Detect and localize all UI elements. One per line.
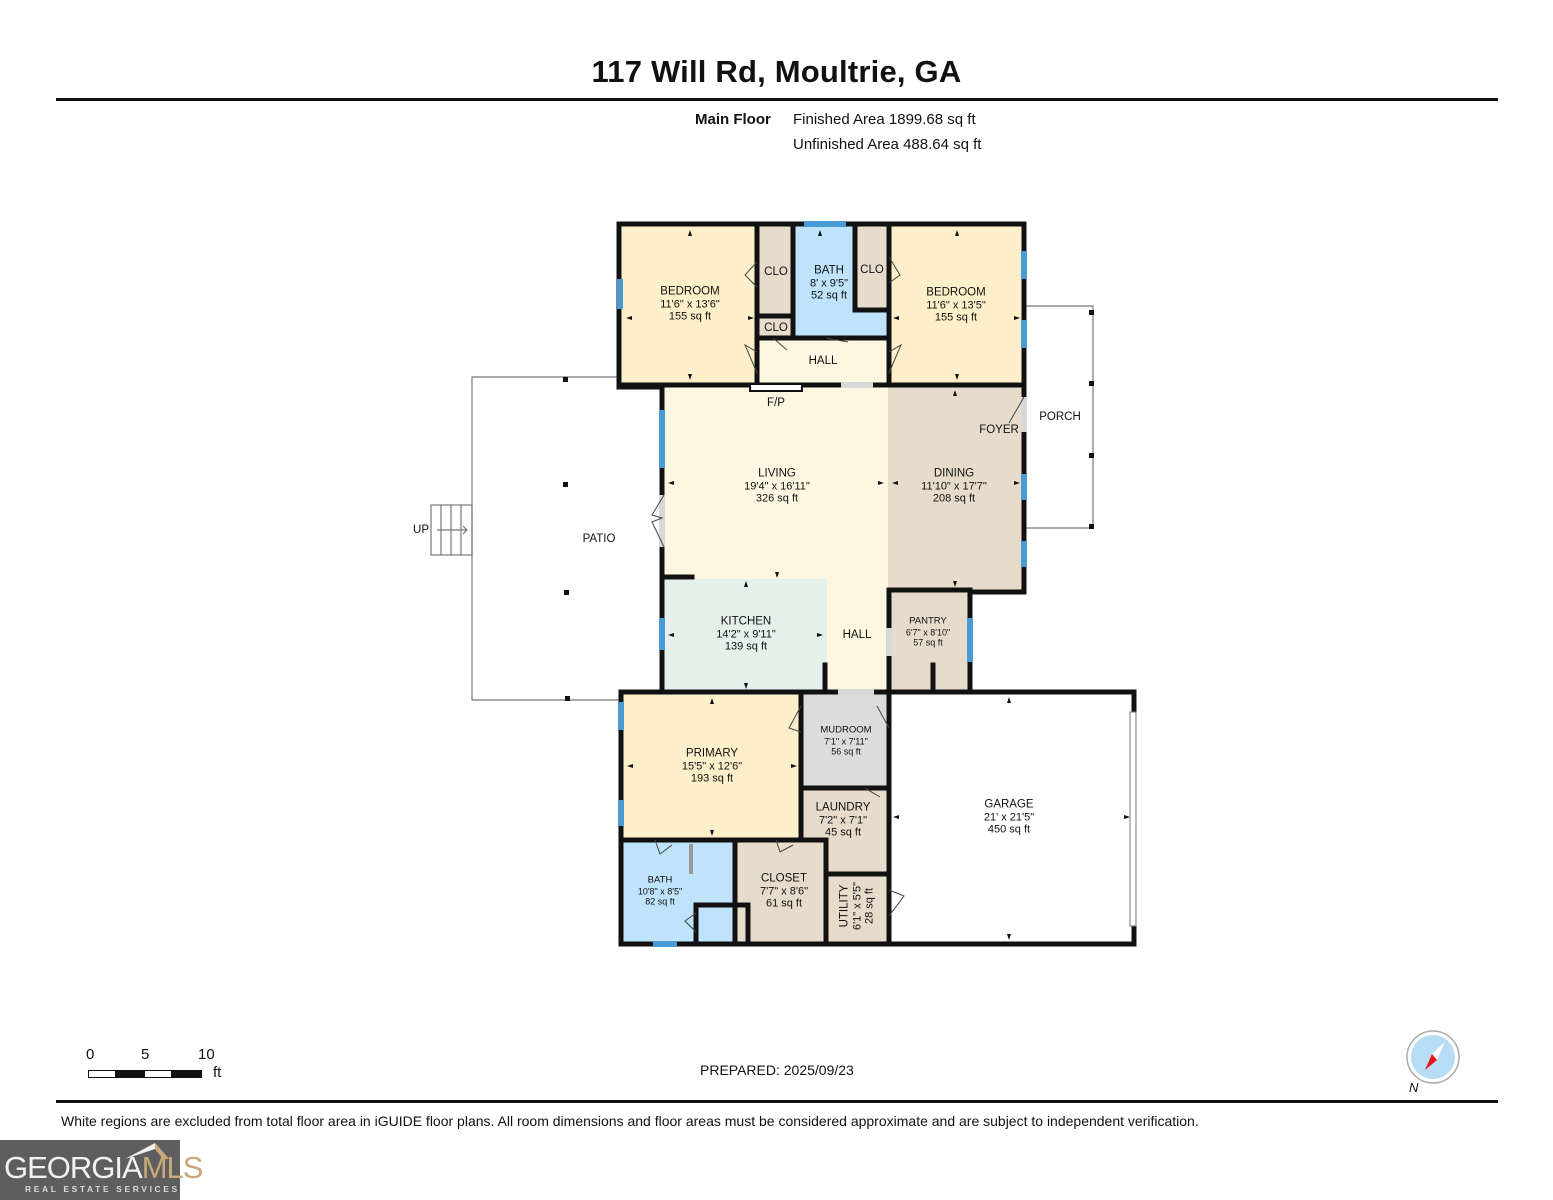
georgia-mls-logo: GEORGIAMLS REAL ESTATE SERVICES xyxy=(0,1140,203,1200)
room-label-utility: UTILITY 6'1" x 5'5" 28 sq ft xyxy=(838,881,876,931)
room-label-clo-2: CLO xyxy=(764,322,788,334)
stairs-up-label: UP xyxy=(413,524,429,536)
porch-outline xyxy=(1026,305,1094,529)
fireplace-label: F/P xyxy=(767,397,785,409)
roof-icon xyxy=(125,1143,169,1159)
prepared-date: PREPARED: 2025/09/23 xyxy=(700,1062,854,1078)
dimension-markers xyxy=(626,230,1130,940)
door-swings xyxy=(651,256,1025,933)
walls xyxy=(616,221,1137,947)
room-label-hall-upper: HALL xyxy=(808,355,838,367)
header-divider xyxy=(56,98,1498,101)
scale-tick-10: 10 xyxy=(198,1046,215,1063)
scale-tick-0: 0 xyxy=(86,1046,95,1063)
room-label-living: LIVING 19'4" x 16'11" 326 sq ft xyxy=(744,467,810,505)
room-dining xyxy=(888,386,1023,590)
room-label-bath-upper: BATH 8' x 9'5" 52 sq ft xyxy=(809,264,849,302)
unfinished-area: Unfinished Area 488.64 sq ft xyxy=(793,136,982,153)
page-title: 117 Will Rd, Moultrie, GA xyxy=(591,54,962,89)
room-label-kitchen: KITCHEN 14'2" x 9'11" 139 sq ft xyxy=(716,615,776,653)
room-label-patio: PATIO xyxy=(582,533,616,545)
scale-segment xyxy=(144,1070,172,1078)
room-mudroom xyxy=(803,694,889,786)
shower-divider xyxy=(689,844,693,874)
patio-outline xyxy=(430,376,620,701)
room-label-clo-3: CLO xyxy=(860,264,884,276)
scale-segment xyxy=(172,1070,202,1078)
room-label-laundry: LAUNDRY 7'2" x 7'1" 45 sq ft xyxy=(815,801,871,839)
finished-area: Finished Area 1899.68 sq ft xyxy=(793,111,976,128)
compass: N xyxy=(1405,1030,1475,1103)
room-primary xyxy=(623,694,801,838)
room-clo-2 xyxy=(757,316,793,338)
svg-text:N: N xyxy=(1409,1080,1419,1095)
room-label-bedroom-right: BEDROOM 11'6" x 13'5" 155 sq ft xyxy=(926,286,986,324)
room-utility xyxy=(826,874,889,943)
room-kitchen xyxy=(664,579,827,694)
patio-posts xyxy=(563,377,570,701)
room-label-closet: CLOSET 7'7" x 8'6" 61 sq ft xyxy=(759,872,809,910)
room-clo-1 xyxy=(757,226,793,316)
room-bath-primary xyxy=(623,840,735,943)
fireplace xyxy=(749,383,803,392)
room-label-garage: GARAGE 21' x 21'5" 450 sq ft xyxy=(983,798,1035,836)
room-label-pantry: PANTRY 6'7" x 8'10" 57 sq ft xyxy=(905,615,951,648)
footer-divider xyxy=(56,1100,1498,1103)
scale-segment xyxy=(116,1070,146,1078)
compass-icon: N xyxy=(1406,1030,1460,1095)
porch-posts xyxy=(1089,310,1094,529)
floor-plan xyxy=(430,221,1137,947)
garage-door xyxy=(1129,711,1137,927)
disclaimer: White regions are excluded from total fl… xyxy=(61,1113,1199,1129)
scale-segment xyxy=(88,1070,116,1078)
room-pantry xyxy=(889,590,969,692)
scale-tick-5: 5 xyxy=(141,1046,150,1063)
room-label-foyer: FOYER xyxy=(979,424,1019,436)
room-label-porch: PORCH xyxy=(1039,411,1081,423)
windows xyxy=(617,221,1027,947)
room-label-bath-primary: BATH 10'8" x 8'5" 82 sq ft xyxy=(637,874,683,907)
room-label-bedroom-left: BEDROOM 11'6" x 13'6" 155 sq ft xyxy=(660,285,720,323)
room-label-mudroom: MUDROOM 7'1" x 7'11" 56 sq ft xyxy=(820,724,872,757)
room-label-hall-lower: HALL xyxy=(842,629,872,641)
room-bedroom-right xyxy=(889,226,1023,383)
room-hall-upper xyxy=(757,338,889,383)
door-gaps xyxy=(659,382,1027,695)
scale-unit: ft xyxy=(213,1064,222,1081)
floor-name: Main Floor xyxy=(695,111,771,128)
room-label-primary: PRIMARY 15'5" x 12'6" 193 sq ft xyxy=(681,747,743,785)
room-label-dining: DINING 11'10" x 17'7" 208 sq ft xyxy=(921,467,987,505)
room-bedroom-left xyxy=(622,226,757,383)
room-clo-3 xyxy=(855,226,889,310)
room-label-clo-1: CLO xyxy=(764,266,788,278)
